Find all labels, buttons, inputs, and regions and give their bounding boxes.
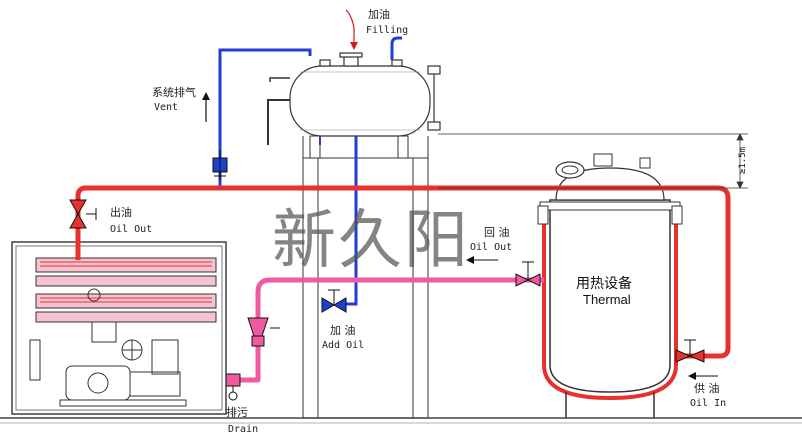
- oil-out-label-en: Oil Out: [110, 224, 152, 235]
- supply-label-en: Oil In: [690, 398, 726, 409]
- oil-out-valve: [69, 199, 97, 229]
- drain-label-cn: 排污: [226, 405, 248, 419]
- oil-out-label-cn: 出油: [110, 205, 132, 219]
- thermal-label-en: Thermal: [583, 292, 631, 307]
- filling-arrow: [345, 9, 358, 50]
- return-arrow: [466, 256, 498, 264]
- add-oil-valve: [321, 289, 347, 313]
- height-dimension: [438, 133, 748, 189]
- vent-valve: [212, 150, 228, 180]
- oil-in-valve: [675, 339, 705, 363]
- vent-arrow: [202, 92, 210, 122]
- expansion-tank: [267, 52, 441, 145]
- tank-support-tower: [302, 135, 429, 419]
- filling-label-cn: 加油: [368, 7, 390, 21]
- brand-watermark: 新久阳: [272, 204, 470, 278]
- return-filter: [247, 317, 280, 347]
- hot-oil-line: [75, 185, 731, 359]
- supply-label-cn: 供 油: [694, 381, 720, 395]
- tank-gooseneck-vent: [390, 36, 402, 60]
- thermal-vessel: [537, 153, 683, 418]
- add-oil-label-en: Add Oil: [322, 340, 364, 351]
- thermal-label-cn: 用热设备: [576, 275, 632, 292]
- vent-label-en: Vent: [154, 102, 178, 113]
- return-oil-valve: [515, 261, 541, 287]
- vessel-top-fitting: [555, 161, 585, 179]
- drain-valve: [225, 373, 241, 401]
- vent-label-cn: 系统排气: [152, 85, 196, 99]
- return-label-en: Oil Out: [470, 242, 512, 253]
- return-label-cn: 回 油: [484, 225, 510, 239]
- heater-unit: [11, 241, 227, 415]
- supply-arrow: [688, 372, 718, 380]
- add-oil-label-cn: 加 油: [330, 323, 356, 337]
- return-oil-line: [236, 277, 544, 383]
- height-dimension-label: ≥1.5m: [738, 147, 748, 174]
- filling-label-en: Filling: [366, 25, 408, 36]
- drain-label-en: Drain: [228, 424, 258, 435]
